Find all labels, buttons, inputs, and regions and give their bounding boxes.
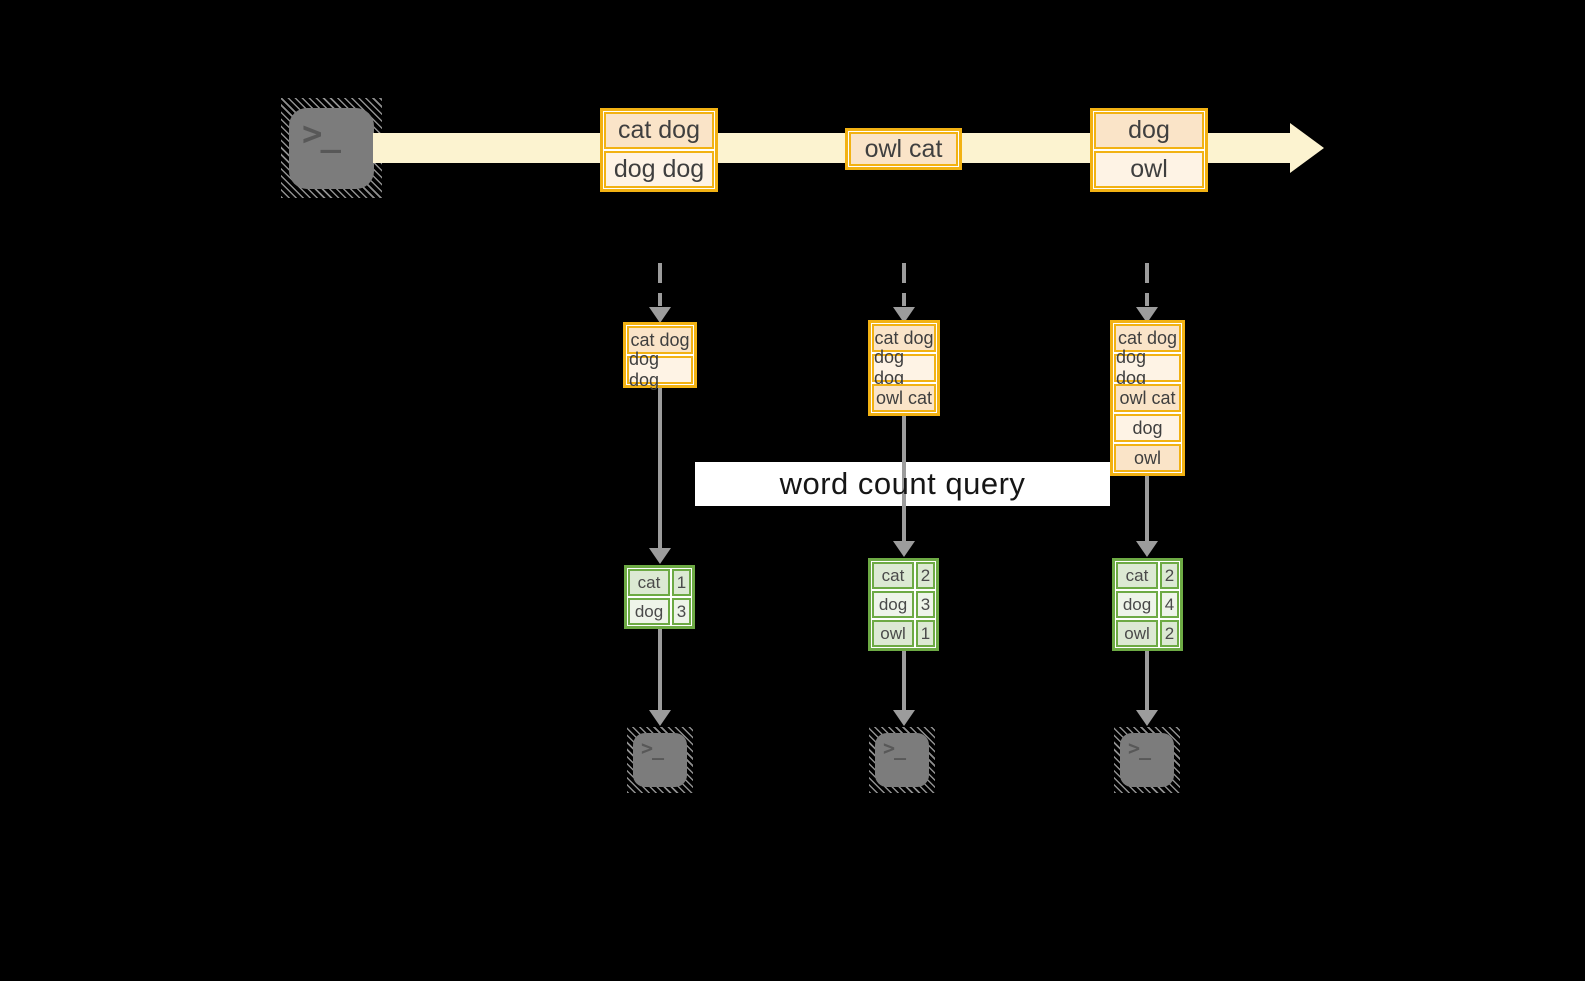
count-table-2: cat 2 dog 3 owl 1 xyxy=(868,558,939,651)
down-arrow-icon xyxy=(649,629,671,726)
table-row: cat 1 xyxy=(627,568,692,597)
record: cat dog xyxy=(1114,324,1181,352)
table-row: dog 3 xyxy=(627,597,692,626)
record: cat dog xyxy=(604,112,714,149)
count-cell: 2 xyxy=(1160,620,1179,647)
count-table-3: cat 2 dog 4 owl 2 xyxy=(1112,558,1183,651)
buffered-stream-1: cat dog dog dog xyxy=(623,322,697,390)
record: cat dog xyxy=(872,324,936,352)
word-cell: cat xyxy=(628,569,670,596)
word-cell: owl xyxy=(1116,620,1158,647)
query-banner-label: word count query xyxy=(779,466,1026,501)
count-cell: 2 xyxy=(916,562,935,589)
terminal-icon: >_ xyxy=(627,727,693,793)
record: cat dog xyxy=(627,326,693,354)
record: owl xyxy=(1094,151,1204,188)
word-cell: cat xyxy=(1116,562,1158,589)
record: owl xyxy=(1114,444,1181,472)
word-cell: dog xyxy=(872,591,914,618)
record: dog xyxy=(1094,112,1204,149)
table-row: dog 3 xyxy=(871,590,936,619)
terminal-body: >_ xyxy=(1120,733,1174,787)
terminal-body: >_ xyxy=(875,733,929,787)
table-row: cat 2 xyxy=(871,561,936,590)
terminal-prompt-icon: >_ xyxy=(302,114,341,154)
record: dog xyxy=(1114,414,1181,442)
table-row: owl 2 xyxy=(1115,619,1180,648)
count-table-1: cat 1 dog 3 xyxy=(624,565,695,629)
word-cell: dog xyxy=(628,598,670,625)
down-arrow-icon xyxy=(893,651,915,726)
down-arrow-dashed-icon xyxy=(1136,263,1158,323)
terminal-body: >_ xyxy=(633,733,687,787)
count-cell: 2 xyxy=(1160,562,1179,589)
count-cell: 3 xyxy=(672,598,691,625)
buffered-stream-2: cat dog dog dog owl cat xyxy=(868,320,940,416)
record: dog dog xyxy=(872,347,936,388)
down-arrow-dashed-icon xyxy=(649,263,671,323)
stream-band-arrowhead-icon xyxy=(1290,123,1324,173)
terminal-prompt-icon: >_ xyxy=(883,736,906,760)
count-cell: 4 xyxy=(1160,591,1179,618)
down-arrow-dashed-icon xyxy=(893,263,915,323)
stream-batch-2: owl cat xyxy=(845,128,962,170)
record: owl cat xyxy=(849,132,958,166)
word-cell: owl xyxy=(872,620,914,647)
record: dog dog xyxy=(604,151,714,188)
down-arrow-icon xyxy=(1136,476,1158,557)
word-cell: dog xyxy=(1116,591,1158,618)
terminal-icon: >_ xyxy=(281,98,382,198)
table-row: dog 4 xyxy=(1115,590,1180,619)
record: dog dog xyxy=(627,349,693,390)
terminal-body: >_ xyxy=(289,108,374,189)
count-cell: 3 xyxy=(916,591,935,618)
terminal-icon: >_ xyxy=(869,727,935,793)
down-arrow-icon xyxy=(893,416,915,557)
count-cell: 1 xyxy=(672,569,691,596)
stream-batch-1: cat dog dog dog xyxy=(600,108,718,192)
down-arrow-icon xyxy=(1136,651,1158,726)
record: owl cat xyxy=(1114,384,1181,412)
record: dog dog xyxy=(1114,347,1181,388)
count-cell: 1 xyxy=(916,620,935,647)
terminal-prompt-icon: >_ xyxy=(641,736,664,760)
buffered-stream-3: cat dog dog dog owl cat dog owl xyxy=(1110,320,1185,476)
word-cell: cat xyxy=(872,562,914,589)
record: owl cat xyxy=(872,384,936,412)
down-arrow-icon xyxy=(649,387,671,564)
terminal-prompt-icon: >_ xyxy=(1128,736,1151,760)
stream-batch-3: dog owl xyxy=(1090,108,1208,192)
terminal-icon: >_ xyxy=(1114,727,1180,793)
table-row: cat 2 xyxy=(1115,561,1180,590)
table-row: owl 1 xyxy=(871,619,936,648)
